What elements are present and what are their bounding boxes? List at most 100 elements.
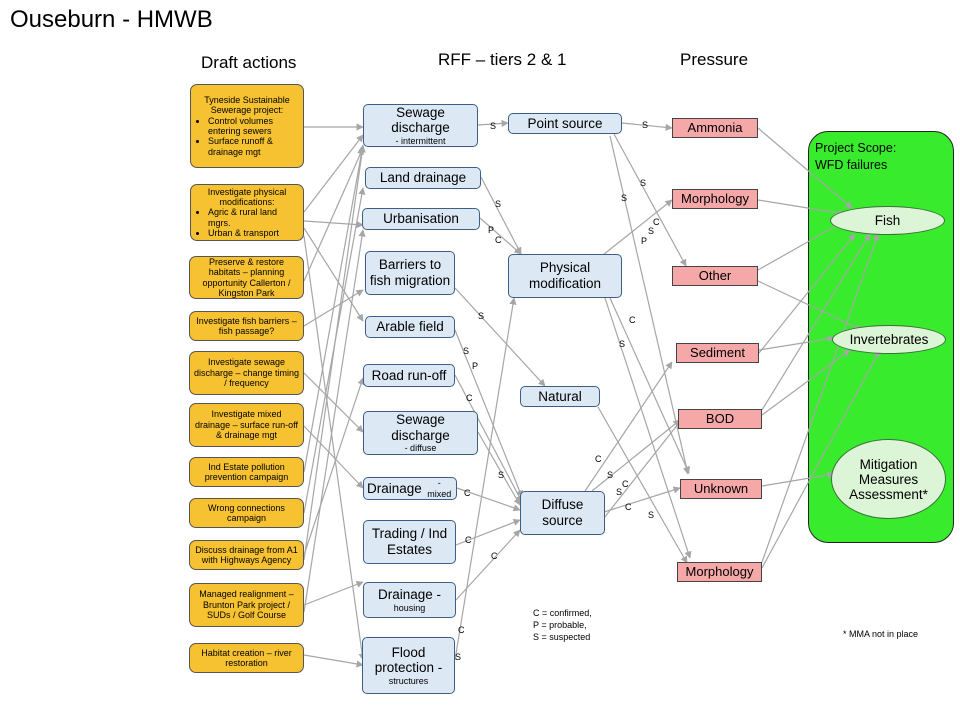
pressure-unknown[interactable]: Unknown [680,479,762,499]
column-header-rff: RFF – tiers 2 & 1 [438,50,567,69]
connector-arrow [303,147,364,282]
rff-arable-field[interactable]: Arable field [365,316,455,338]
rff-sublabel: - diffuse [404,443,437,454]
connector-arrow [303,235,366,661]
edge-label: S [498,470,505,480]
rff-drainage-mixed[interactable]: Drainage - mixed [363,477,457,500]
edge-label: S [490,121,497,131]
legend-suspected: S = suspected [533,632,591,643]
rff-barriers-fish-migration[interactable]: Barriers to fish migration [365,251,455,295]
connector-arrow [454,329,523,498]
connector-arrow [480,176,522,255]
connector-arrow [609,135,691,475]
rff-label: Sewage discharge [391,104,450,136]
connector-arrow [303,377,365,556]
action-tyneside-sewerage[interactable]: Tyneside Sustainable Sewerage project: C… [190,84,304,168]
page-title: Ouseburn - HMWB [10,6,213,33]
pressure-morphology-bottom[interactable]: Morphology [677,562,762,582]
action-preserve-habitats[interactable]: Preserve & restore habitats – planning o… [189,256,304,299]
target-invertebrates[interactable]: Invertebrates [832,325,946,354]
connector-arrow [303,220,364,229]
edge-label: C [629,315,636,325]
rff-sublabel: - intermittent [395,135,446,146]
edge-label: S [463,346,470,356]
edge-label: C [595,454,602,464]
connector-arrow [604,297,692,559]
connector-arrow [761,233,871,411]
edge-label: P [641,236,648,246]
action-ind-estate-campaign[interactable]: Ind Estate pollution prevention campaign [189,457,304,487]
edge-label: S [621,193,628,203]
rff-road-runoff[interactable]: Road run-off [363,364,455,387]
connector-arrow [621,122,673,131]
action-a1-drainage[interactable]: Discuss drainage from A1 with Highways A… [189,540,304,570]
pressure-bod[interactable]: BOD [678,409,762,429]
action-title: Investigate physical modifications: [207,186,287,207]
connector-arrow [303,134,364,213]
rff-label: Drainage - [377,587,442,603]
rff-land-drainage[interactable]: Land drainage [365,167,481,189]
pressure-sediment[interactable]: Sediment [676,343,759,363]
connector-arrow [303,654,364,668]
rff-sewage-discharge-intermittent[interactable]: Sewage discharge - intermittent [363,104,478,147]
connector-arrow [761,349,881,569]
action-fish-barriers[interactable]: Investigate fish barriers – fish passage… [189,311,304,341]
rff-diffuse-source[interactable]: Diffuse source [520,491,605,535]
action-managed-realignment[interactable]: Managed realignment – Brunton Park proje… [189,583,304,627]
connector-arrow [757,199,846,217]
connector-arrow [303,144,366,473]
connector-arrow [303,229,366,613]
scope-label-line1: Project Scope: [815,141,897,155]
connector-arrow [603,418,683,519]
connector-arrow [761,233,880,563]
connector-arrow [454,374,523,503]
edge-label: C [622,479,629,489]
footnote: * MMA not in place [843,629,919,639]
action-physical-modifications[interactable]: Investigate physical modifications: Agri… [190,184,304,241]
connector-arrow [758,335,835,351]
connector-arrow [477,119,509,128]
rff-point-source[interactable]: Point source [508,113,622,134]
connector-arrow [455,519,521,546]
rff-drainage-housing[interactable]: Drainage - housing [363,582,456,618]
edge-label: S [619,339,626,349]
connector-arrow [757,127,853,209]
edge-label: C [465,535,472,545]
action-sewage-discharge[interactable]: Investigate sewage discharge – change ti… [189,351,304,395]
scope-label-line2: WFD failures [815,157,888,172]
pressure-morphology-top[interactable]: Morphology [672,189,758,209]
rff-sublabel: - mixed [427,478,452,499]
edge-label: S [478,311,485,321]
target-mitigation-measures[interactable]: Mitigation Measures Assessment* [831,439,946,519]
column-header-pressure: Pressure [680,50,749,69]
edge-label: P [472,361,479,371]
rff-trading-ind-estates[interactable]: Trading / Ind Estates [363,520,456,564]
action-wrong-connections[interactable]: Wrong connections campaign [189,498,304,528]
target-fish[interactable]: Fish [830,206,945,235]
connector-arrow [761,349,851,416]
rff-urbanisation[interactable]: Urbanisation [362,208,480,230]
action-mixed-drainage[interactable]: Investigate mixed drainage – surface run… [189,403,304,447]
edge-label: C [466,393,473,403]
action-bullet: Urban & transport [208,228,300,238]
action-habitat-creation[interactable]: Habitat creation – river restoration [189,643,304,673]
action-bullet: Control volumes entering sewers [208,116,300,137]
pressure-ammonia[interactable]: Ammonia [672,118,758,138]
connector-arrow [303,372,364,433]
legend-probable: P = probable, [533,620,587,631]
connector-arrow [456,487,521,512]
edge-label: S [607,470,614,480]
rff-physical-modification[interactable]: Physical modification [508,254,622,298]
connector-arrow [303,145,366,561]
project-scope-label: Project Scope: WFD failures [815,140,896,174]
edge-label: S [616,487,623,497]
edge-label: S [642,120,649,130]
rff-label: Sewage discharge [391,412,450,443]
edge-label: C [653,217,660,227]
rff-flood-protection[interactable]: Flood protection - structures [362,637,455,694]
pressure-other[interactable]: Other [672,266,758,286]
connector-arrow [757,280,863,331]
rff-natural[interactable]: Natural [520,386,600,407]
rff-sewage-discharge-diffuse[interactable]: Sewage discharge - diffuse [363,411,478,455]
